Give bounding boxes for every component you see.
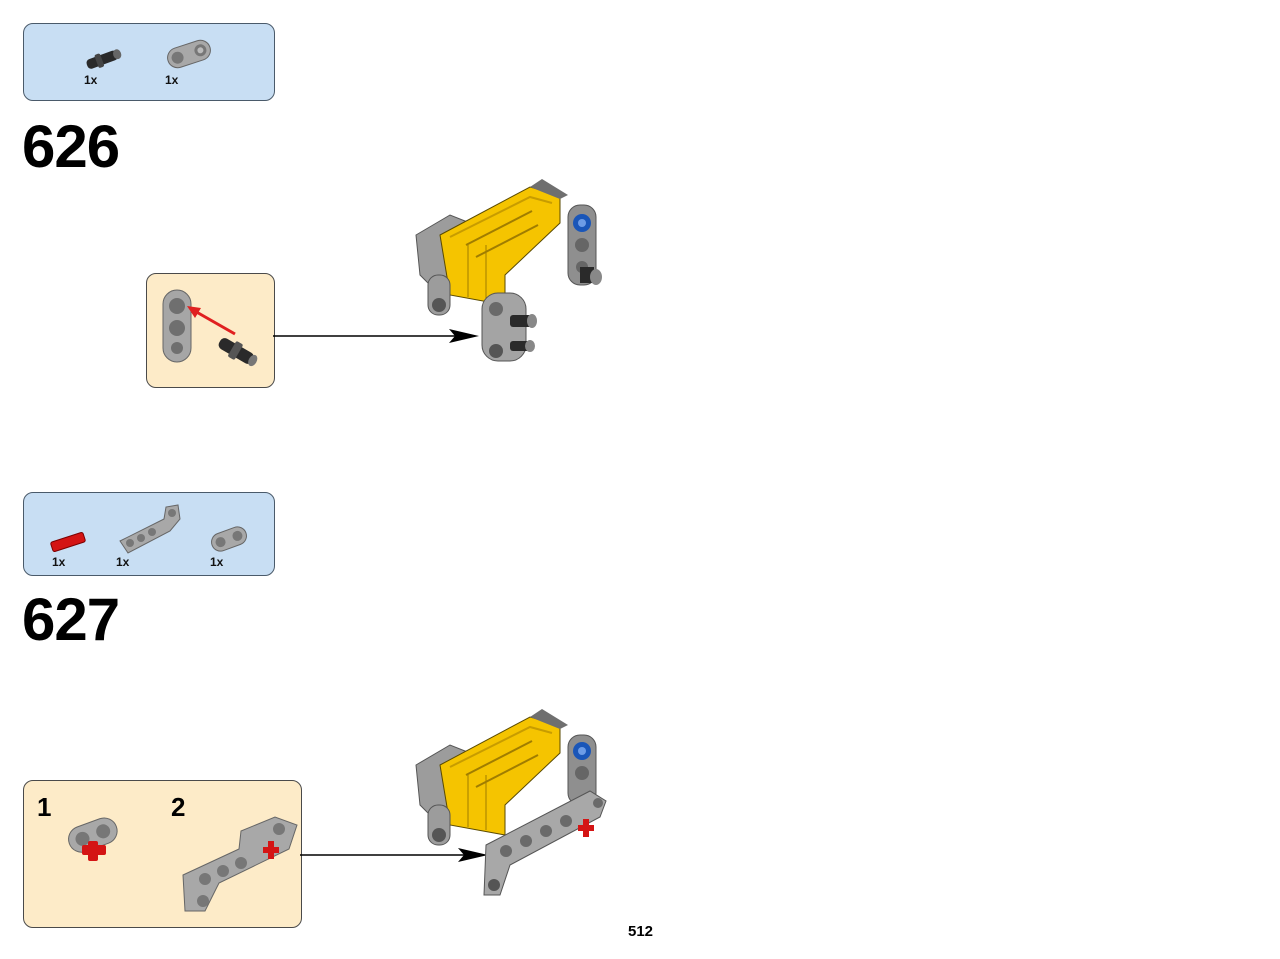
callout-arrow-icon	[300, 848, 488, 862]
substep-number-1: 1	[37, 792, 52, 822]
substep-number-2: 2	[171, 792, 186, 822]
part-quantity: 1x	[165, 73, 179, 87]
part-quantity: 1x	[210, 555, 224, 569]
part-quantity: 1x	[52, 555, 66, 569]
gray-bent-beam-assembly-icon	[182, 816, 298, 912]
gray-short-beam-icon	[211, 526, 247, 552]
step-number-626: 626	[22, 113, 120, 180]
page-number: 512	[628, 923, 654, 940]
assembly-arrow-icon	[187, 306, 236, 336]
parts-list-box-627: 1x 1x 1x	[23, 492, 275, 576]
gray-pin-connector-icon	[167, 39, 211, 69]
parts-list-box-626: 1x 1x	[23, 23, 275, 101]
subassembly-callout-627: 1 2	[23, 780, 302, 928]
gray-beam-connector-icon	[162, 289, 192, 363]
black-axle-pin-icon	[86, 49, 122, 69]
gray-bent-beam-icon	[119, 504, 181, 554]
black-axle-pin-icon	[218, 338, 258, 367]
yellow-model-assembly-icon	[415, 709, 607, 896]
part-quantity: 1x	[84, 73, 98, 87]
yellow-model-assembly-icon	[415, 179, 602, 362]
callout-arrow-icon	[273, 329, 479, 343]
gray-beam-with-red-axle-icon	[68, 817, 118, 861]
step-number-627: 627	[22, 586, 120, 653]
red-axle-icon	[50, 532, 86, 552]
subassembly-callout-626	[146, 273, 275, 388]
part-quantity: 1x	[116, 555, 130, 569]
